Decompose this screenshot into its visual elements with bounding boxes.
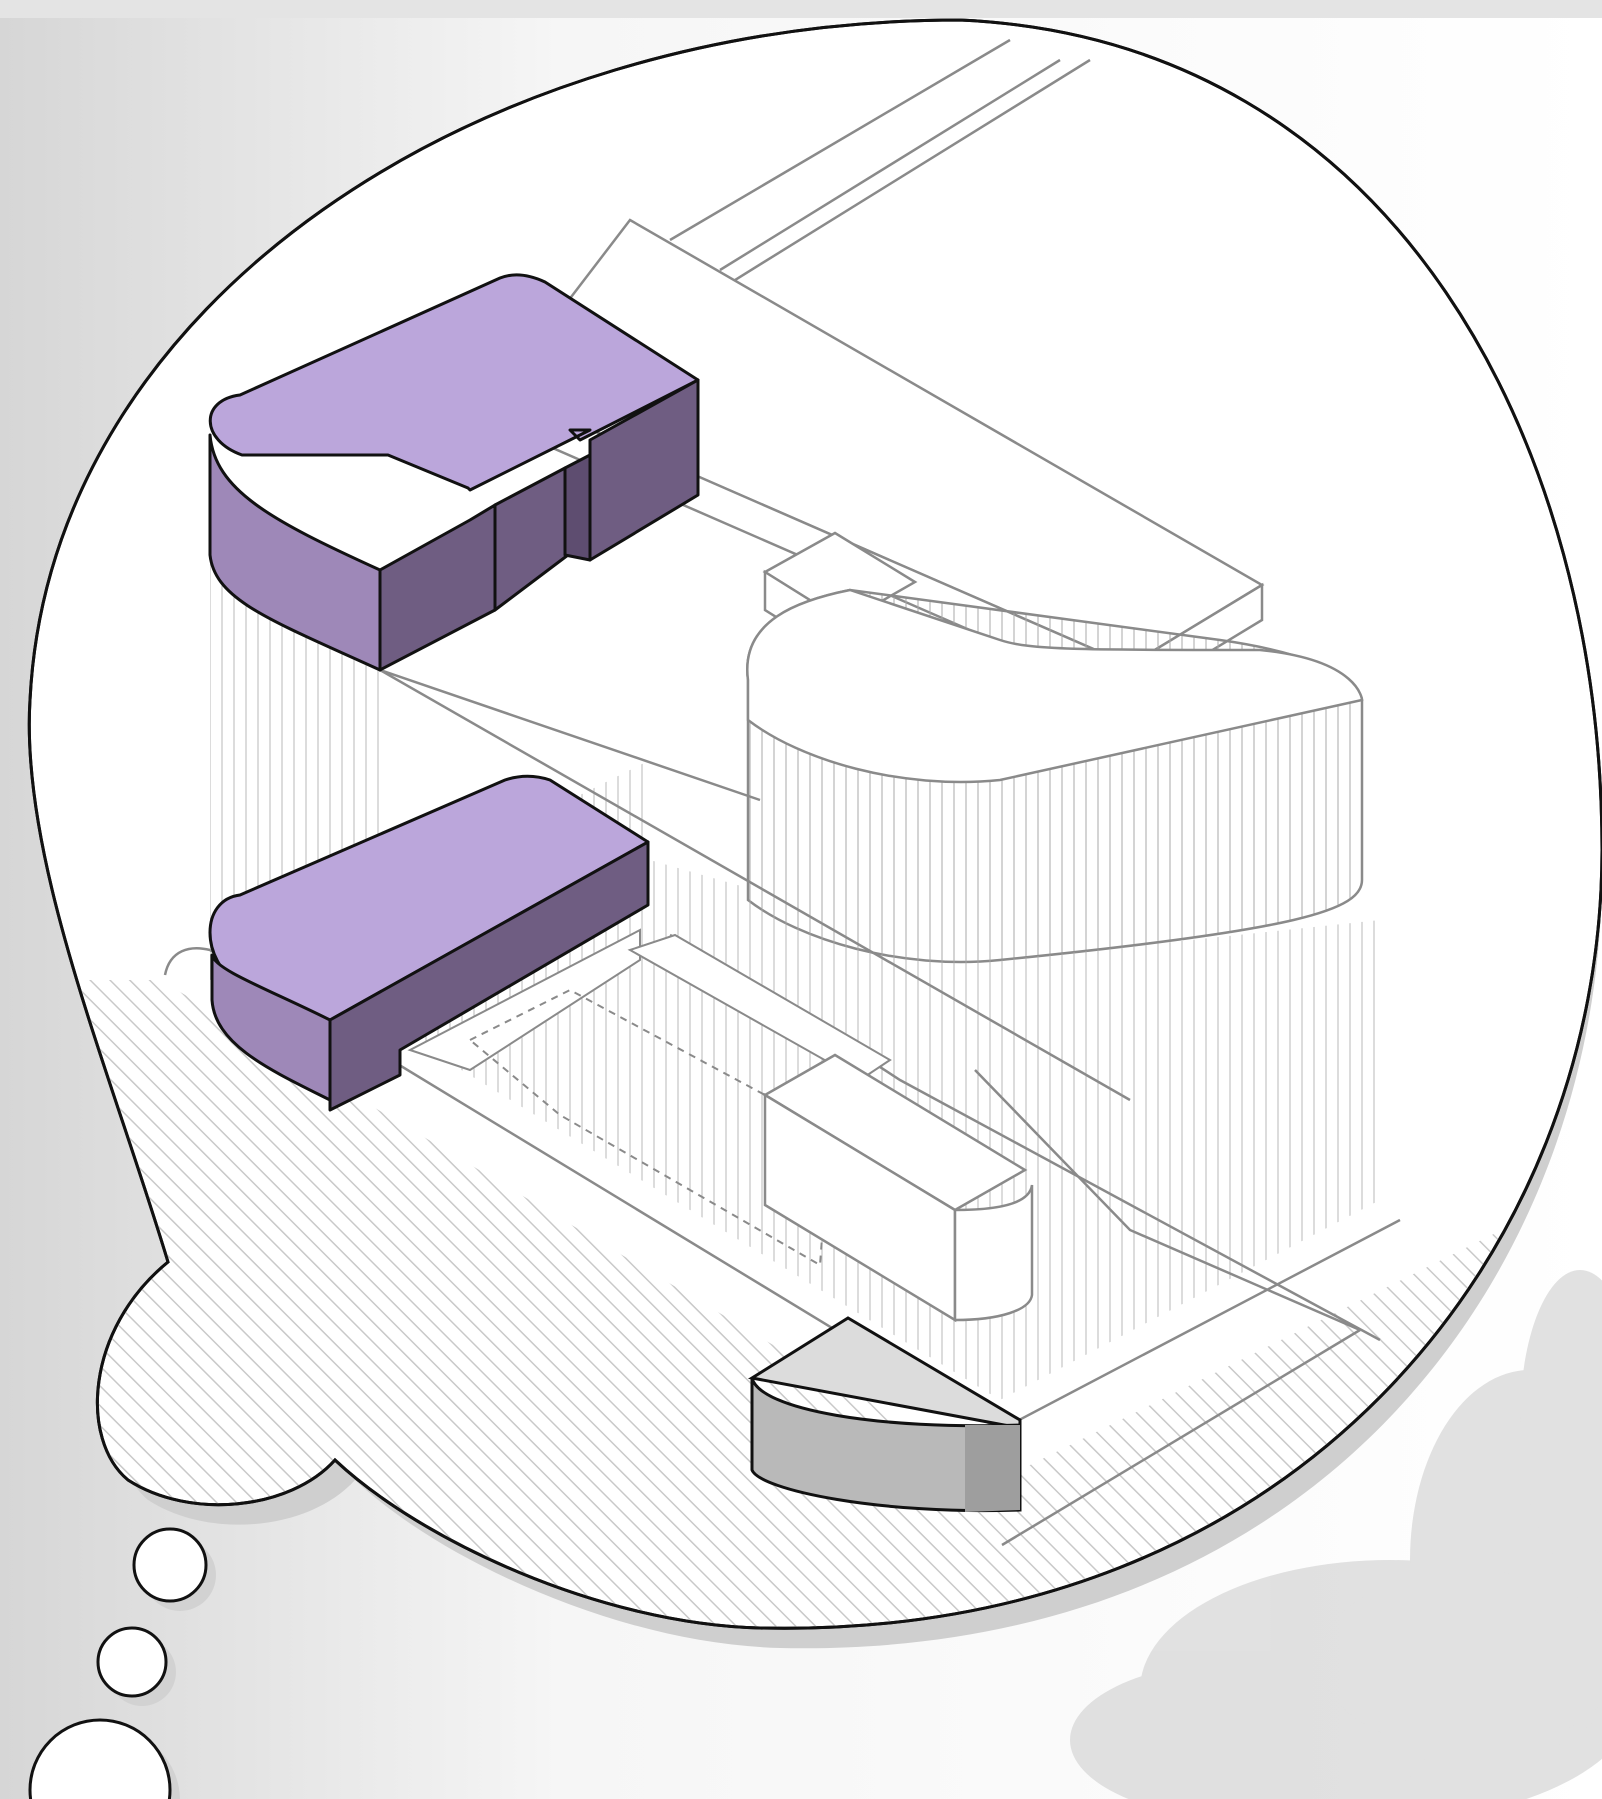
top-strip [0, 0, 1602, 18]
thought-circle-1 [134, 1529, 206, 1601]
thought-circle-2 [98, 1628, 166, 1696]
